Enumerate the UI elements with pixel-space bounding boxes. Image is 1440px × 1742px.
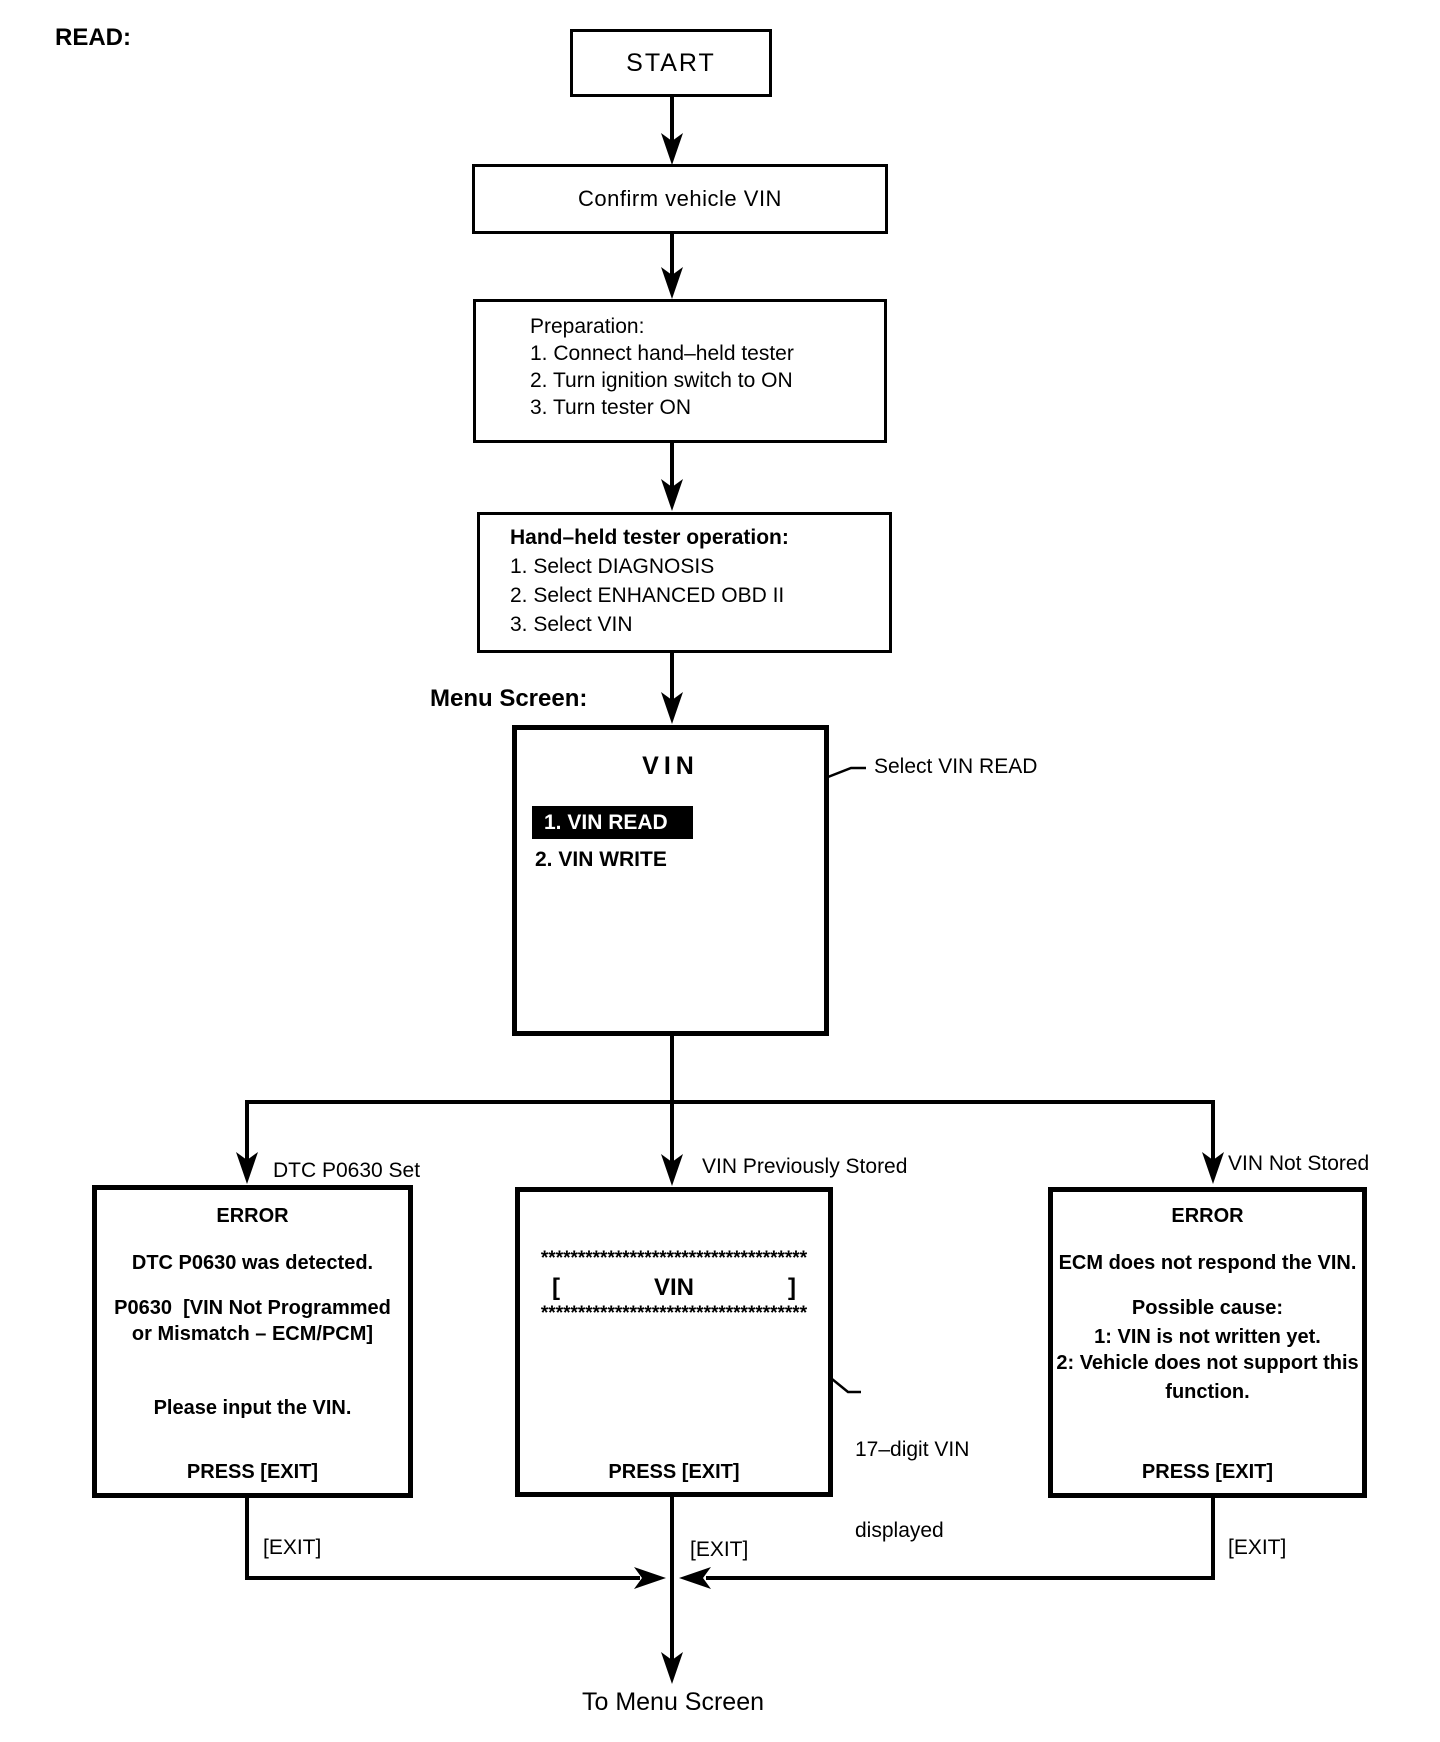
stars-row-top: ************************************ xyxy=(540,1248,808,1269)
press-exit-line: PRESS [EXIT] xyxy=(1141,1461,1274,1483)
cause-line-2: 2: Vehicle does not support this xyxy=(1056,1352,1359,1374)
preparation-title: Preparation: xyxy=(530,315,645,338)
vin-bracket-row: [ VIN ] xyxy=(520,1274,828,1302)
start-node: START xyxy=(570,29,772,97)
exit-right-line xyxy=(706,1498,1215,1580)
exit-label-middle: [EXIT] xyxy=(690,1538,749,1561)
press-exit-line: PRESS [EXIT] xyxy=(186,1461,319,1483)
exit-label-left: [EXIT] xyxy=(263,1536,322,1559)
error-code-line-2: or Mismatch – ECM/PCM] xyxy=(131,1323,374,1345)
branch-label-vin-previously-stored: VIN Previously Stored xyxy=(702,1155,908,1178)
page-title: READ: xyxy=(55,24,131,51)
cause-line-2b: function. xyxy=(1165,1381,1250,1403)
preparation-step-2: 2. Turn ignition switch to ON xyxy=(530,369,793,392)
vin-row-label: VIN xyxy=(653,1274,694,1301)
branch-label-vin-not-stored: VIN Not Stored xyxy=(1228,1152,1370,1175)
arrowhead-down-icon xyxy=(1202,1152,1224,1184)
tester-operation-step-3: 3. Select VIN xyxy=(510,613,633,636)
arrowhead-down-icon xyxy=(661,133,683,165)
start-node-label: START xyxy=(626,48,716,77)
callout-17-digit-vin: 17–digit VIN displayed xyxy=(855,1382,969,1598)
callout-17-digit-line-1: 17–digit VIN xyxy=(855,1438,970,1461)
branch-split-line xyxy=(245,1100,1215,1162)
arrowhead-down-icon xyxy=(661,479,683,511)
vin-bracket-open: [ xyxy=(552,1274,560,1301)
confirm-vin-node: Confirm vehicle VIN xyxy=(472,164,888,234)
error-title: ERROR xyxy=(1171,1205,1244,1227)
vin-display-box: ************************************ [ V… xyxy=(515,1187,833,1497)
arrowhead-right-icon xyxy=(634,1567,666,1589)
preparation-step-3: 3. Turn tester ON xyxy=(530,396,692,419)
vin-menu-screen: VIN 1. VIN READ 2. VIN WRITE xyxy=(512,725,829,1036)
vin-bracket-close: ] xyxy=(787,1274,796,1301)
vin-menu-title: VIN xyxy=(642,752,699,780)
to-menu-screen-label: To Menu Screen xyxy=(581,1688,765,1716)
arrowhead-down-icon xyxy=(661,692,683,724)
tester-operation-step-2: 2. Select ENHANCED OBD II xyxy=(510,584,785,607)
tester-operation-title: Hand–held tester operation: xyxy=(510,526,789,549)
preparation-node: Preparation: 1. Connect hand–held tester… xyxy=(473,299,887,443)
error-title: ERROR xyxy=(216,1205,289,1227)
error-code-line-1: P0630 [VIN Not Programmed xyxy=(114,1297,391,1319)
error-box-vin-not-stored: ERROR ECM does not respond the VIN. Poss… xyxy=(1048,1187,1367,1498)
exit-label-right: [EXIT] xyxy=(1228,1536,1287,1559)
tester-operation-step-1: 1. Select DIAGNOSIS xyxy=(510,555,715,578)
cause-line-1: 1: VIN is not written yet. xyxy=(1094,1326,1321,1348)
arrowhead-down-icon xyxy=(236,1152,258,1184)
press-exit-line: PRESS [EXIT] xyxy=(608,1461,740,1483)
error-box-dtc-p0630: ERROR DTC P0630 was detected. P0630 [VIN… xyxy=(92,1185,413,1498)
arrowhead-down-icon xyxy=(661,1652,683,1684)
arrowhead-down-icon xyxy=(661,267,683,299)
error-detected-line: DTC P0630 was detected. xyxy=(131,1252,374,1274)
confirm-vin-label: Confirm vehicle VIN xyxy=(578,186,782,211)
stars-row-bottom: ************************************ xyxy=(540,1303,808,1324)
possible-cause-title: Possible cause: xyxy=(1131,1297,1284,1319)
exit-left-line xyxy=(245,1498,640,1580)
preparation-step-1: 1. Connect hand–held tester xyxy=(530,342,794,365)
callout-17-digit-line-2: displayed xyxy=(855,1519,944,1542)
tester-operation-node: Hand–held tester operation: 1. Select DI… xyxy=(477,512,892,653)
error-prompt-line: Please input the VIN. xyxy=(153,1397,352,1419)
arrowhead-down-icon xyxy=(661,1154,683,1186)
arrowhead-left-icon xyxy=(679,1567,711,1589)
error-ecm-line: ECM does not respond the VIN. xyxy=(1058,1252,1357,1274)
menu-item-vin-read-selected: 1. VIN READ xyxy=(532,806,693,839)
branch-label-dtc-p0630-set: DTC P0630 Set xyxy=(273,1159,421,1182)
menu-screen-label: Menu Screen: xyxy=(430,685,588,712)
callout-select-vin-read: Select VIN READ xyxy=(874,755,1038,778)
menu-item-vin-write: 2. VIN WRITE xyxy=(535,848,667,871)
